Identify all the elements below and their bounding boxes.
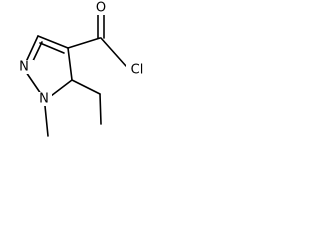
bond-n1-ch3 <box>44 105 49 137</box>
n-methyl-group <box>44 105 49 137</box>
bond-n1-n2 <box>25 71 42 95</box>
carbonyl-chloride-group <box>67 14 127 67</box>
bond-c4-carbonyl <box>67 37 101 49</box>
oxygen-label: O <box>96 1 106 16</box>
bond-c3-c4-inner <box>39 42 65 54</box>
bond-c5-ch2 <box>71 79 101 95</box>
bond-n2-c3 <box>25 35 39 63</box>
atom-label-n1: N <box>36 92 52 107</box>
bond-n2-c3-inner <box>31 41 43 64</box>
ethyl-group <box>71 79 102 125</box>
bond-c4-c5 <box>67 47 73 81</box>
pyrazole-carbonyl-chloride-structure: O Cl N N <box>18 1 148 137</box>
n2-label: N <box>19 60 29 75</box>
n1-label: N <box>39 92 49 107</box>
atom-label-n2: N <box>18 60 34 75</box>
atom-label-chlorine: Cl <box>126 62 148 78</box>
bond-c-cl <box>100 37 127 67</box>
pyrazole-ring <box>25 35 73 100</box>
bond-c3-c4 <box>37 35 69 49</box>
bond-ch2-ch3 <box>99 93 102 125</box>
atom-label-oxygen: O <box>93 1 109 16</box>
chlorine-label: Cl <box>131 63 144 78</box>
